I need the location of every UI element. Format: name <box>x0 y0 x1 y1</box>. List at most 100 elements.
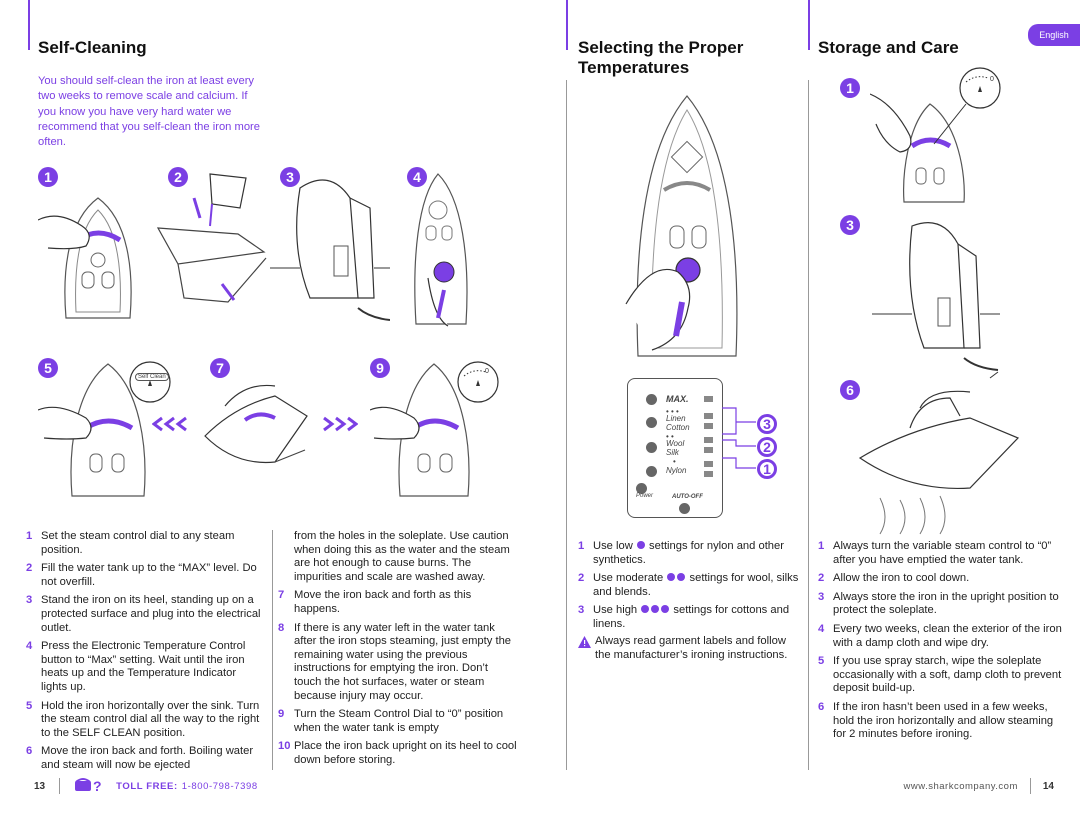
self-cleaning-title: Self-Cleaning <box>38 38 147 57</box>
warning-text: Always read garment labels and follow th… <box>595 635 788 661</box>
step-number: 7 <box>278 589 285 602</box>
step-text-pre: Use low <box>593 540 633 552</box>
list-item: from the holes in the soleplate. Use cau… <box>278 530 518 584</box>
svg-text:?: ? <box>93 778 102 793</box>
step-number: 3 <box>818 590 825 603</box>
linen-cotton-button[interactable] <box>646 417 657 428</box>
phone-help-icon: ? <box>74 777 104 796</box>
cotton-indicator <box>704 423 713 429</box>
step-badge: 3 <box>280 167 300 187</box>
list-item: 5 If you use spray starch, wipe the solep… <box>818 655 1064 696</box>
power-button[interactable] <box>636 483 647 494</box>
step-text: If there is any water left in the water … <box>294 621 512 702</box>
step-number: 6 <box>818 700 825 713</box>
step-badge: 1 <box>840 78 860 98</box>
step-text-pre: Use moderate <box>593 572 664 585</box>
column-divider-right <box>808 80 809 770</box>
step-number: 9 <box>278 708 285 721</box>
list-item: 3 Always store the iron in the upright po… <box>818 591 1064 618</box>
list-item: 7 Move the iron back and forth as this ha… <box>278 589 518 616</box>
max-button[interactable] <box>646 394 657 405</box>
step-number: 5 <box>26 699 33 712</box>
storage-steaming-illustration <box>850 368 1030 538</box>
step-text: Every two weeks, clean the exterior of t… <box>833 622 1062 649</box>
right-page-number: 14 <box>1042 780 1054 792</box>
step-text: Turn the Steam Control Dial to “0” posit… <box>294 708 504 734</box>
step-text-pre: Use high <box>593 604 638 617</box>
website-link[interactable]: www.sharkcompany.com <box>903 780 1018 792</box>
nylon-indicator-2 <box>704 471 713 477</box>
press-button-illustration <box>398 168 478 328</box>
toll-free-label: TOLL FREE: <box>116 780 178 792</box>
iron-top-view-illustration <box>38 190 158 320</box>
iron-temperature-button-illustration <box>612 90 762 360</box>
storage-dial-zero-label: 0 <box>990 76 994 83</box>
step-number: 4 <box>26 640 33 653</box>
list-item: 2 Allow the iron to cool down. <box>818 572 1064 586</box>
silk-indicator <box>704 447 713 453</box>
linen-label: Linen <box>666 414 686 423</box>
step-number: 8 <box>278 621 285 634</box>
temperatures-title-line1: Selecting the Proper <box>578 38 744 57</box>
step-number: 5 <box>818 655 825 668</box>
step-text: Press the Electronic Temperature Control… <box>41 640 246 693</box>
step-text-post: settings for wool, silks and blends. <box>593 572 799 598</box>
step-number: 1 <box>26 530 33 542</box>
nylon-label: Nylon <box>666 466 687 475</box>
max-label: MAX. <box>666 394 689 404</box>
dial-zero-illustration <box>370 358 500 498</box>
max-indicator <box>704 396 713 402</box>
dial-self-clean-illustration <box>38 358 178 498</box>
callout-badge-low: 1 <box>757 459 777 479</box>
storage-title: Storage and Care <box>818 38 959 57</box>
step-number: 10 <box>278 740 291 753</box>
cotton-label: Cotton <box>666 423 690 432</box>
panel-callout-lines <box>722 400 762 470</box>
step-text: Always store the iron in the upright pos… <box>833 590 1059 617</box>
nylon-button[interactable] <box>646 466 657 477</box>
wool-silk-button[interactable] <box>646 442 657 453</box>
step-text: If you use spray starch, wipe the solepl… <box>833 655 1062 695</box>
move-left-arrows-icon <box>152 416 192 432</box>
step-number: 3 <box>578 604 585 617</box>
iron-back-and-forth-illustration <box>195 366 315 486</box>
section-rule-middle <box>566 0 568 50</box>
language-tab: English <box>1028 24 1080 46</box>
callout-badge-moderate: 2 <box>757 437 777 457</box>
footer-left: 13 ? TOLL FREE: 1-800-798-7398 <box>34 776 258 796</box>
step-number: 1 <box>578 540 585 552</box>
toll-free-number[interactable]: 1-800-798-7398 <box>181 780 258 792</box>
step-badge: 6 <box>840 380 860 400</box>
step-text: Move the iron back and forth as this hap… <box>294 589 472 615</box>
list-item: 8 If there is any water left in the water… <box>278 622 518 704</box>
footer-right: www.sharkcompany.com 14 <box>904 776 1054 796</box>
iron-on-heel-illustration <box>270 168 390 328</box>
temperature-dot-icon <box>641 605 650 614</box>
section-rule-right <box>808 0 810 50</box>
step-number: 2 <box>818 572 825 585</box>
step-badge: 1 <box>38 167 58 187</box>
dial-zero-label: 0 <box>485 368 489 375</box>
dots-one: • <box>673 457 676 466</box>
wool-label: Wool <box>666 439 685 448</box>
step-badge: 4 <box>407 167 427 187</box>
step-text: Allow the iron to cool down. <box>833 572 970 585</box>
step-text: Fill the water tank up to the “MAX” leve… <box>41 562 257 588</box>
step-badge: 3 <box>840 215 860 235</box>
temperature-dot-icon <box>661 605 670 614</box>
auto-off-indicator <box>679 503 690 514</box>
column-divider-left <box>272 530 273 770</box>
step-number: 2 <box>26 562 33 575</box>
column-divider-middle <box>566 80 567 770</box>
step-text: Always turn the variable steam control t… <box>833 540 1052 566</box>
